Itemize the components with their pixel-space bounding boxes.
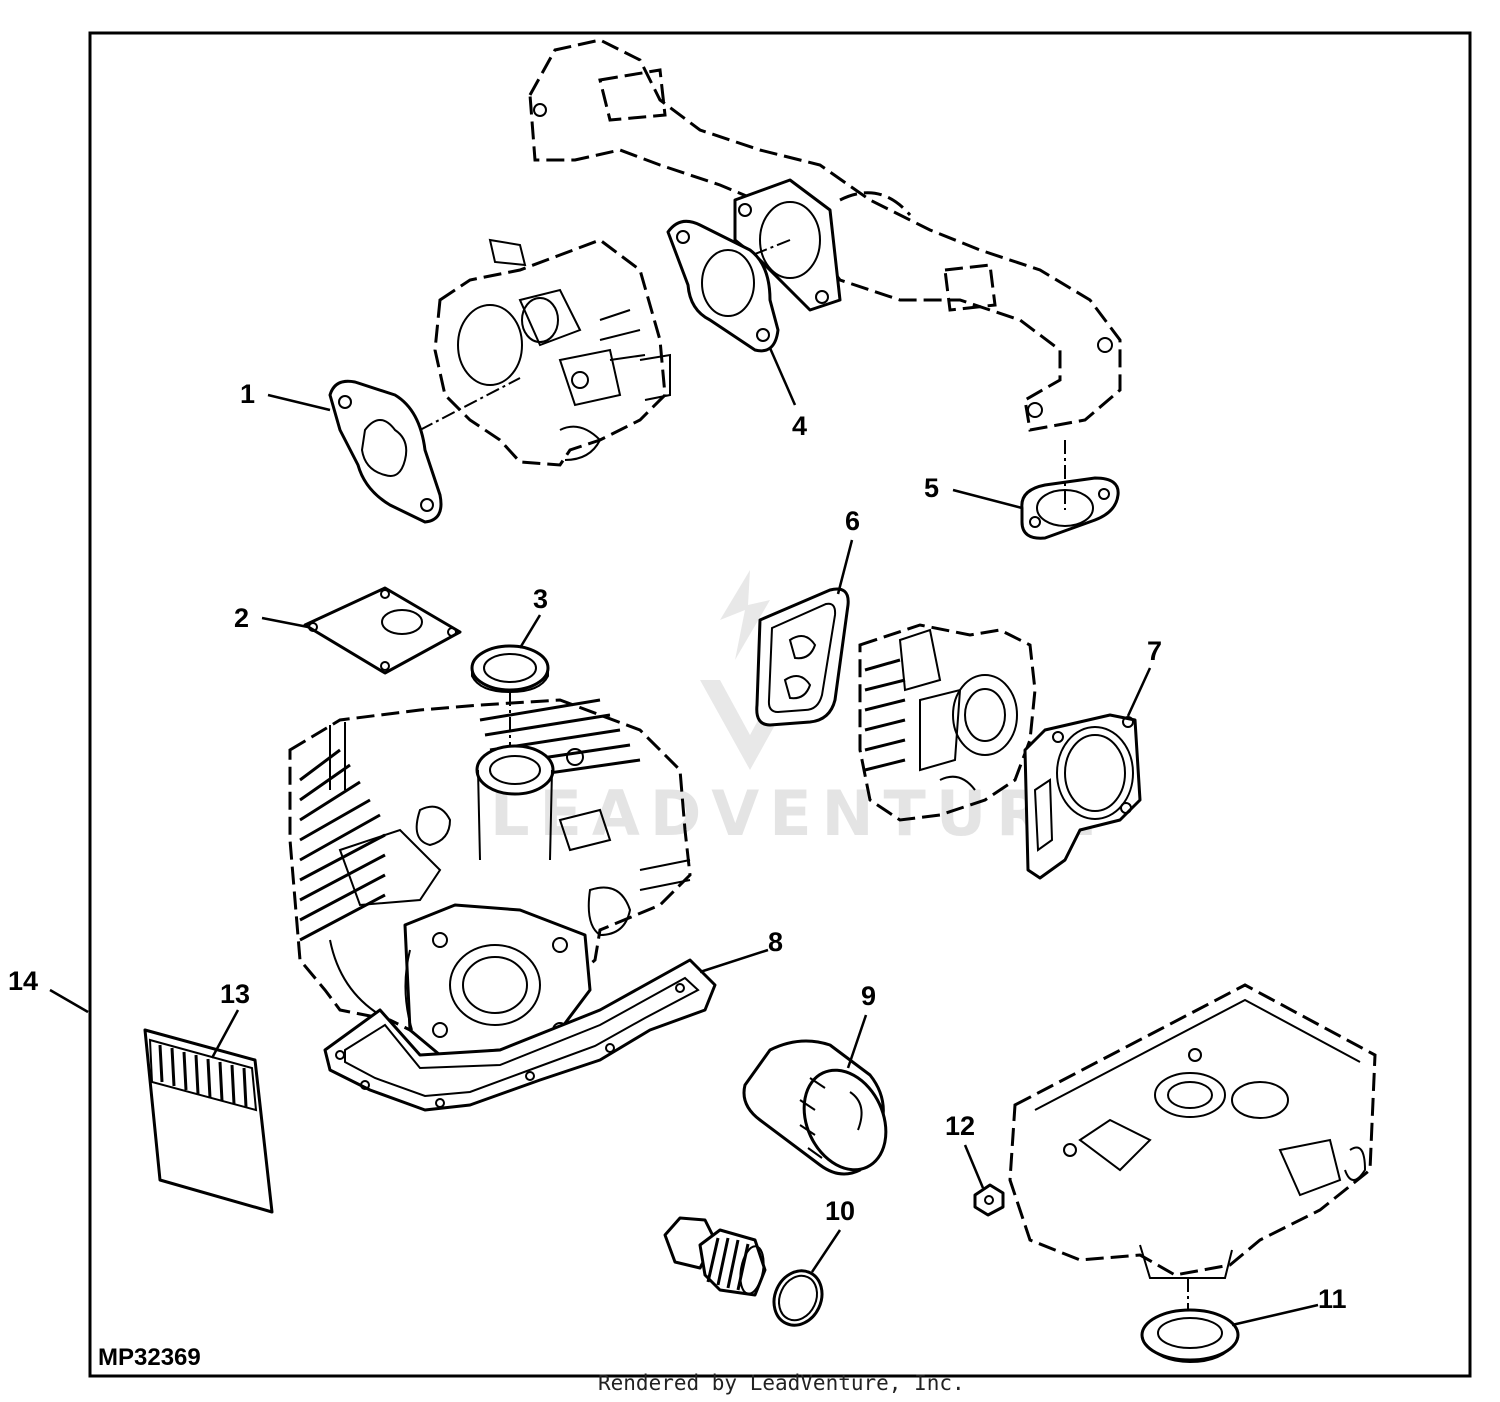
callout-2: 2 — [234, 603, 249, 633]
part-8-crankcase-gasket — [323, 958, 717, 1112]
carburetor — [433, 238, 671, 467]
part-12-nut — [973, 1183, 1005, 1217]
callout-1: 1 — [240, 379, 255, 409]
callout-11: 11 — [1318, 1284, 1347, 1314]
diagram-frame — [88, 31, 1472, 1378]
part-1-carburetor-gasket — [328, 379, 443, 524]
callout-13: 13 — [220, 979, 250, 1009]
part-9-oil-filter — [742, 1039, 888, 1176]
leader-lines — [49, 347, 1319, 1327]
part-2-valve-cover-gasket — [303, 586, 462, 675]
part-13-air-filter — [143, 1028, 274, 1214]
part-6-valve-cover-gasket — [755, 587, 850, 727]
figure-id: MP32369 — [98, 1344, 201, 1371]
carburetor-centerline — [419, 377, 521, 431]
callout-7: 7 — [1147, 636, 1162, 666]
part-11-oil-seal — [1140, 1308, 1240, 1364]
part-7-cylinder-head — [858, 623, 1037, 822]
exhaust-manifold — [528, 38, 1122, 432]
callout-6: 6 — [845, 506, 860, 536]
render-credit: Rendered by LeadVenture, Inc. — [598, 1371, 965, 1395]
callout-10: 10 — [825, 1196, 855, 1226]
crankcase-cover — [1008, 983, 1377, 1320]
part-5-exhaust-flange-gasket — [1020, 440, 1120, 540]
callout-12: 12 — [945, 1111, 975, 1141]
callout-3: 3 — [533, 584, 548, 614]
part-7-head-gasket — [1023, 713, 1142, 880]
part-10-drain-plug — [663, 1216, 767, 1297]
callout-5: 5 — [924, 473, 939, 503]
callout-labels: 1 2 3 4 5 6 7 8 9 10 11 12 13 14 — [8, 379, 1347, 1314]
part-10-o-ring — [772, 1269, 824, 1327]
engine-block — [288, 698, 692, 1057]
callout-9: 9 — [861, 981, 876, 1011]
part-4-exhaust-gasket — [666, 219, 780, 353]
callout-4: 4 — [792, 411, 807, 441]
callout-14: 14 — [8, 966, 38, 996]
callout-8: 8 — [768, 927, 783, 957]
watermark-text: LEADVENTURE — [490, 777, 1106, 850]
